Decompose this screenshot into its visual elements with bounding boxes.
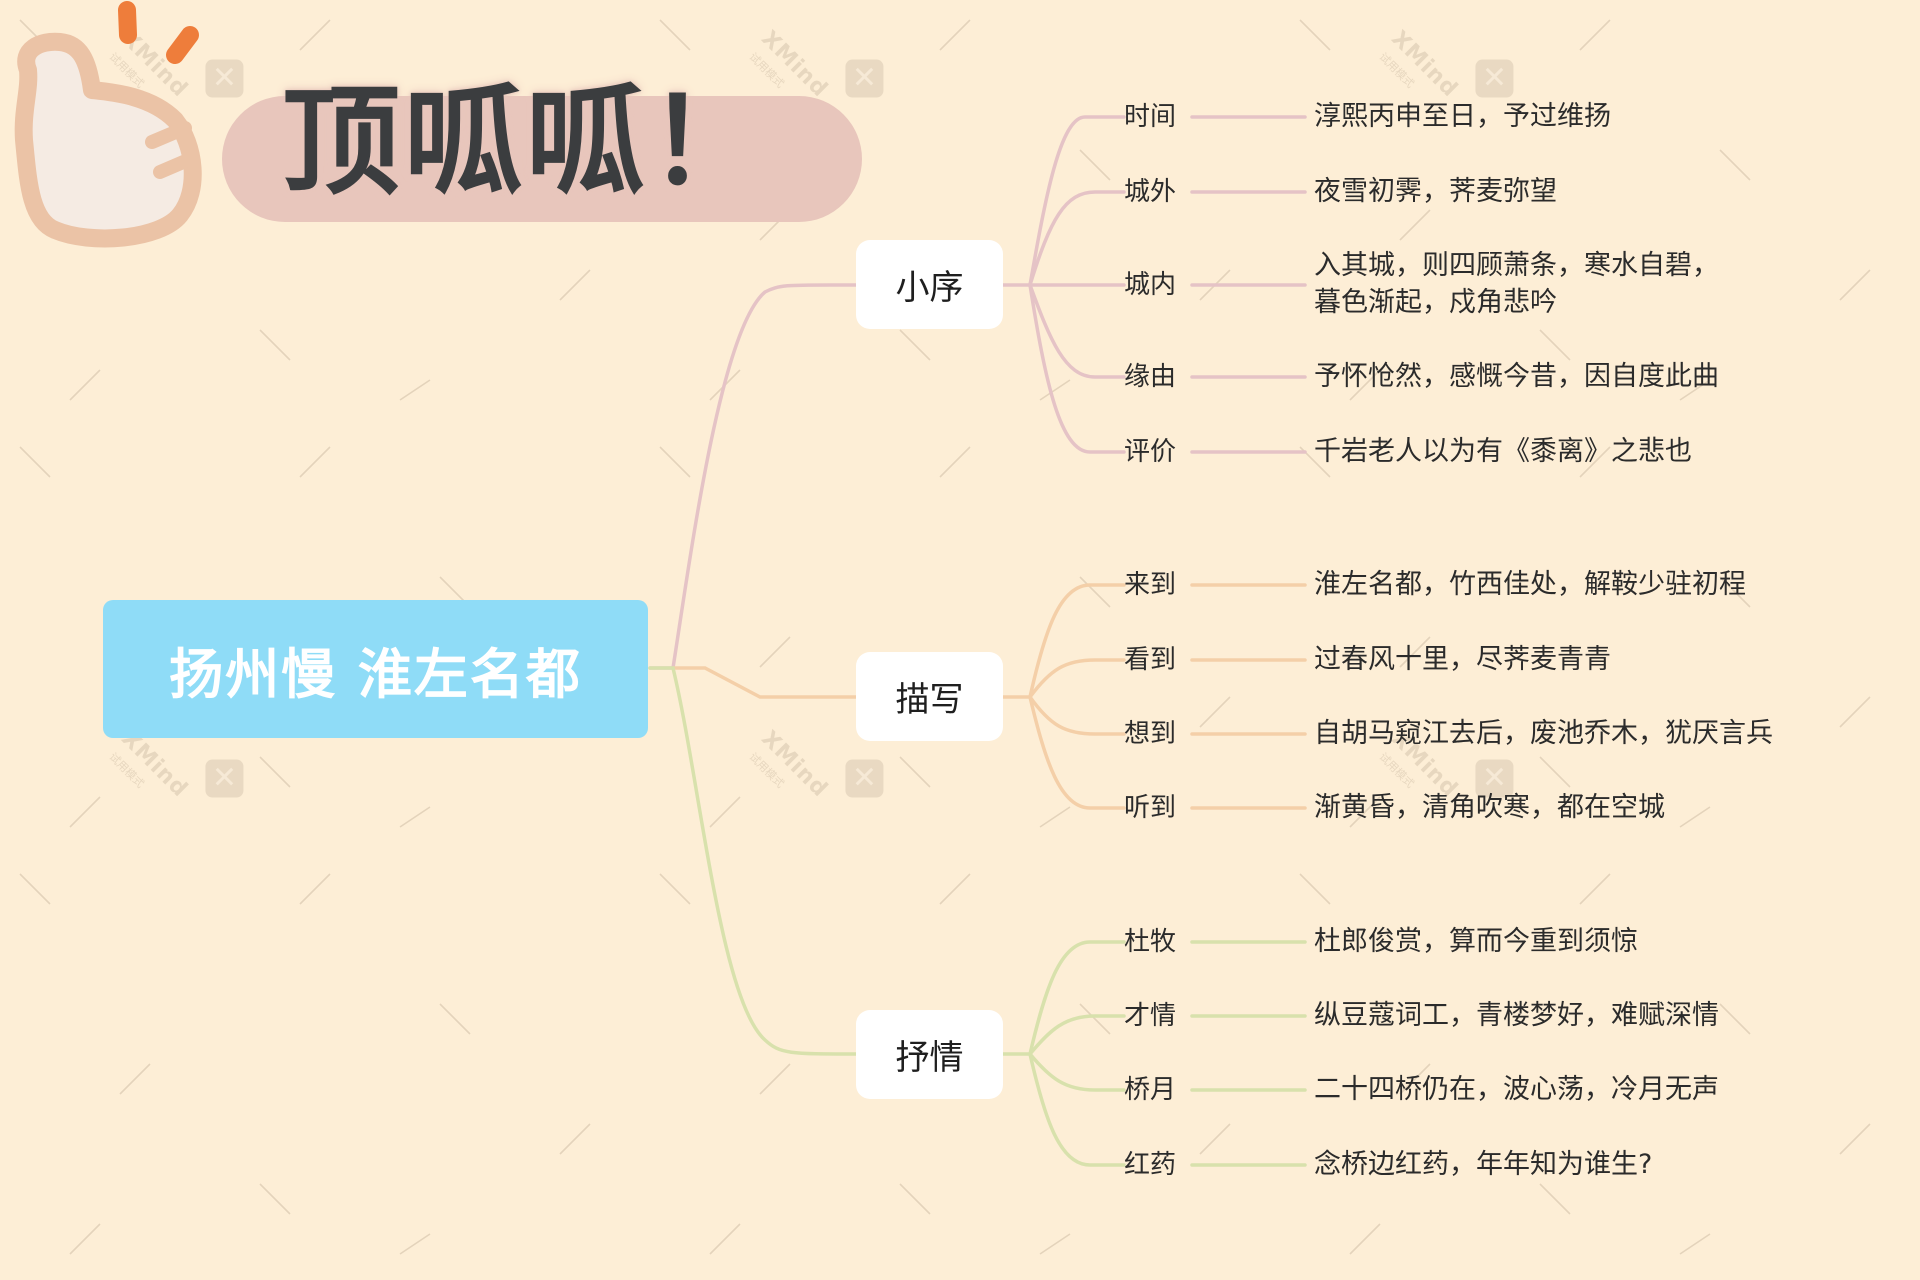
leaf-text[interactable]: 念桥边红药，年年知为谁生?	[1314, 1149, 1653, 1180]
leaf-text[interactable]: 予怀怆然，感慨今昔，因自度此曲	[1314, 361, 1719, 392]
subtopic-label[interactable]: 来到	[1124, 570, 1177, 600]
leaf-text[interactable]: 过春风十里，尽荠麦青青	[1314, 644, 1611, 675]
topic-miaoxie[interactable]: 描写	[856, 652, 1003, 741]
thumbs-up-icon	[14, 1, 202, 248]
subtopic-label[interactable]: 看到	[1124, 645, 1177, 675]
subtopic-label[interactable]: 杜牧	[1124, 927, 1177, 957]
topic-shuqing[interactable]: 抒情	[856, 1010, 1003, 1099]
leaf-text[interactable]: 千岩老人以为有《黍离》之悲也	[1314, 436, 1692, 467]
xmind-logo-icon: ✕	[1475, 59, 1514, 98]
leaf-text[interactable]: 渐黄昏，清角吹寒，都在空城	[1314, 792, 1665, 823]
leaf-text[interactable]: 夜雪初霁，荠麦弥望	[1314, 176, 1557, 207]
leaf-text[interactable]: 淳熙丙申至日，予过维扬	[1314, 101, 1611, 132]
leaf-text[interactable]: 二十四桥仍在，波心荡，冷月无声	[1314, 1074, 1719, 1105]
xmind-logo-icon: ✕	[845, 759, 884, 798]
leaf-text[interactable]: 纵豆蔻词工，青楼梦好，难赋深情	[1314, 1000, 1719, 1031]
subtopic-label[interactable]: 才情	[1124, 1001, 1177, 1031]
leaf-text[interactable]: 杜郎俊赏，算而今重到须惊	[1314, 926, 1638, 957]
title-sticker: 顶呱呱！	[0, 0, 880, 260]
subtopic-label[interactable]: 城外	[1124, 177, 1177, 207]
watermark-mode: 试用模式	[1376, 50, 1417, 91]
title-pill	[222, 96, 862, 222]
subtopic-label[interactable]: 城内	[1124, 270, 1177, 300]
watermark-brand: XMind	[756, 726, 833, 803]
central-topic[interactable]: 扬州慢 淮左名都	[103, 600, 648, 738]
watermark-brand: XMind	[1386, 26, 1463, 103]
sticker-title: 顶呱呱！	[282, 73, 771, 211]
leaf-text[interactable]: 入其城，则四顾萧条，寒水自碧，	[1314, 250, 1719, 281]
xmind-logo-icon: ✕	[205, 759, 244, 798]
subtopic-label[interactable]: 评价	[1124, 437, 1177, 467]
watermark-mode: 试用模式	[746, 750, 787, 791]
subtopic-label[interactable]: 想到	[1124, 719, 1177, 749]
subtopic-label[interactable]: 时间	[1124, 102, 1177, 132]
leaf-text[interactable]: 淮左名都，竹西佳处，解鞍少驻初程	[1314, 569, 1746, 600]
subtopic-label[interactable]: 红药	[1124, 1150, 1177, 1180]
subtopic-label[interactable]: 听到	[1124, 793, 1177, 823]
subtopic-label[interactable]: 缘由	[1124, 362, 1177, 392]
topic-xiaoxu[interactable]: 小序	[856, 240, 1003, 329]
subtopic-label[interactable]: 桥月	[1124, 1075, 1177, 1105]
watermark-mode: 试用模式	[106, 750, 147, 791]
leaf-text[interactable]: 自胡马窥江去后，废池乔木，犹厌言兵	[1314, 718, 1773, 749]
leaf-text-line2[interactable]: 暮色渐起，戍角悲吟	[1314, 287, 1557, 318]
watermark-mode: 试用模式	[1376, 750, 1417, 791]
